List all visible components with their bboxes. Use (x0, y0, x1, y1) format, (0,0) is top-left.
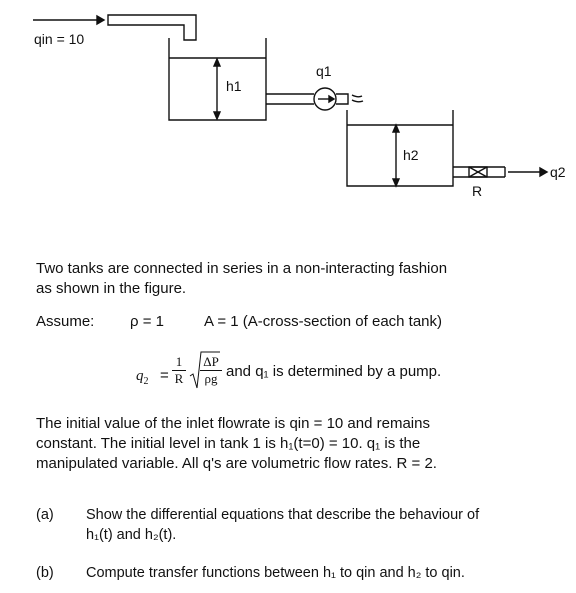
fraction-1-over-R: 1 R (172, 354, 186, 387)
area-value: A = 1 (A-cross-section of each tank) (204, 313, 443, 330)
outlet-arrow-head (539, 166, 549, 178)
intro-paragraph: Two tanks are connected in series in a n… (36, 260, 448, 297)
tank-1-outlet-pipe (266, 93, 314, 105)
qin-label: qin = 10 (34, 31, 84, 47)
square-root-sign (189, 351, 220, 389)
two-tank-diagram: qin = 10 h1 q1 h2 R q2 (33, 14, 566, 199)
fraction-deltaP-over-rho-g: ΔP ρg (200, 354, 222, 387)
q1-label: q1 (316, 63, 332, 79)
R-label: R (472, 183, 482, 199)
inlet-pipe (107, 14, 197, 41)
q2-label: q2 (550, 164, 566, 180)
falling-stream (351, 94, 364, 103)
pump-outlet (336, 93, 349, 105)
pump (313, 87, 337, 111)
h2-label: h2 (403, 147, 419, 163)
h1-label: h1 (226, 78, 242, 94)
initial-conditions-paragraph: The initial value of the inlet flowrate … (36, 415, 437, 472)
tank-1 (168, 38, 267, 121)
tank-2 (346, 110, 454, 187)
q2-equation: q2 = 1 R ΔP ρg and q₁ is determined by a… (136, 350, 476, 400)
valve-R (468, 166, 488, 178)
rho-value: ρ = 1 (130, 313, 164, 330)
inlet-arrow-head (96, 14, 106, 26)
assume-label: Assume: (36, 313, 95, 330)
